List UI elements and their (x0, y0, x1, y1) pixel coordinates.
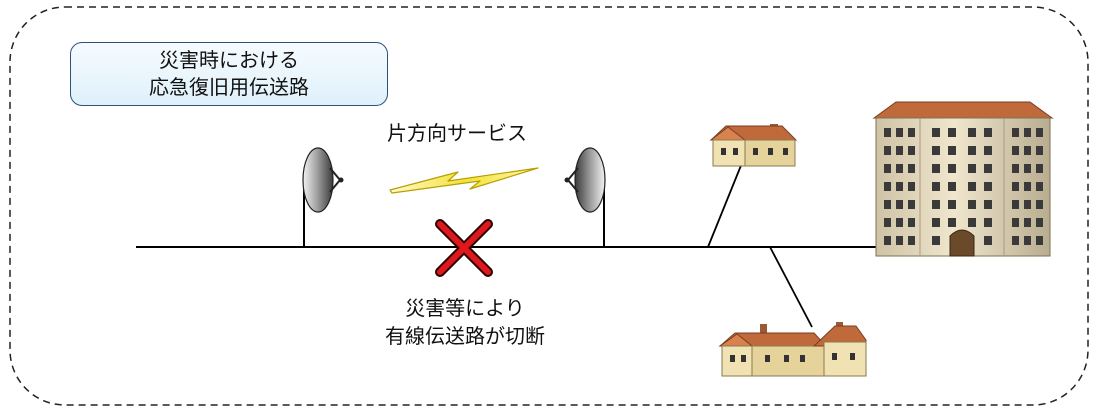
antenna-dish-icon (302, 147, 344, 247)
house-icon (709, 124, 798, 167)
cable-cut-label-line-2: 有線伝送路が切断 (385, 324, 545, 348)
apartment-building-icon (872, 101, 1054, 257)
antenna-dish-icon (564, 147, 606, 247)
title-box: 災害時における 応急復旧用伝送路 (70, 42, 388, 106)
title-line-1: 災害時における (159, 48, 299, 72)
cable-cut-label: 災害等により 有線伝送路が切断 (360, 294, 570, 350)
dashed-frame (9, 6, 1089, 406)
house-icon (718, 322, 867, 377)
cross-icon (435, 219, 493, 277)
title-line-2: 応急復旧用伝送路 (149, 75, 309, 99)
one-way-service-label: 片方向サービス (387, 121, 527, 145)
lightning-icon (389, 167, 539, 194)
cable-cut-label-line-1: 災害等により (405, 296, 525, 320)
branch-line-lower (769, 246, 813, 328)
branch-line-upper (707, 162, 743, 248)
